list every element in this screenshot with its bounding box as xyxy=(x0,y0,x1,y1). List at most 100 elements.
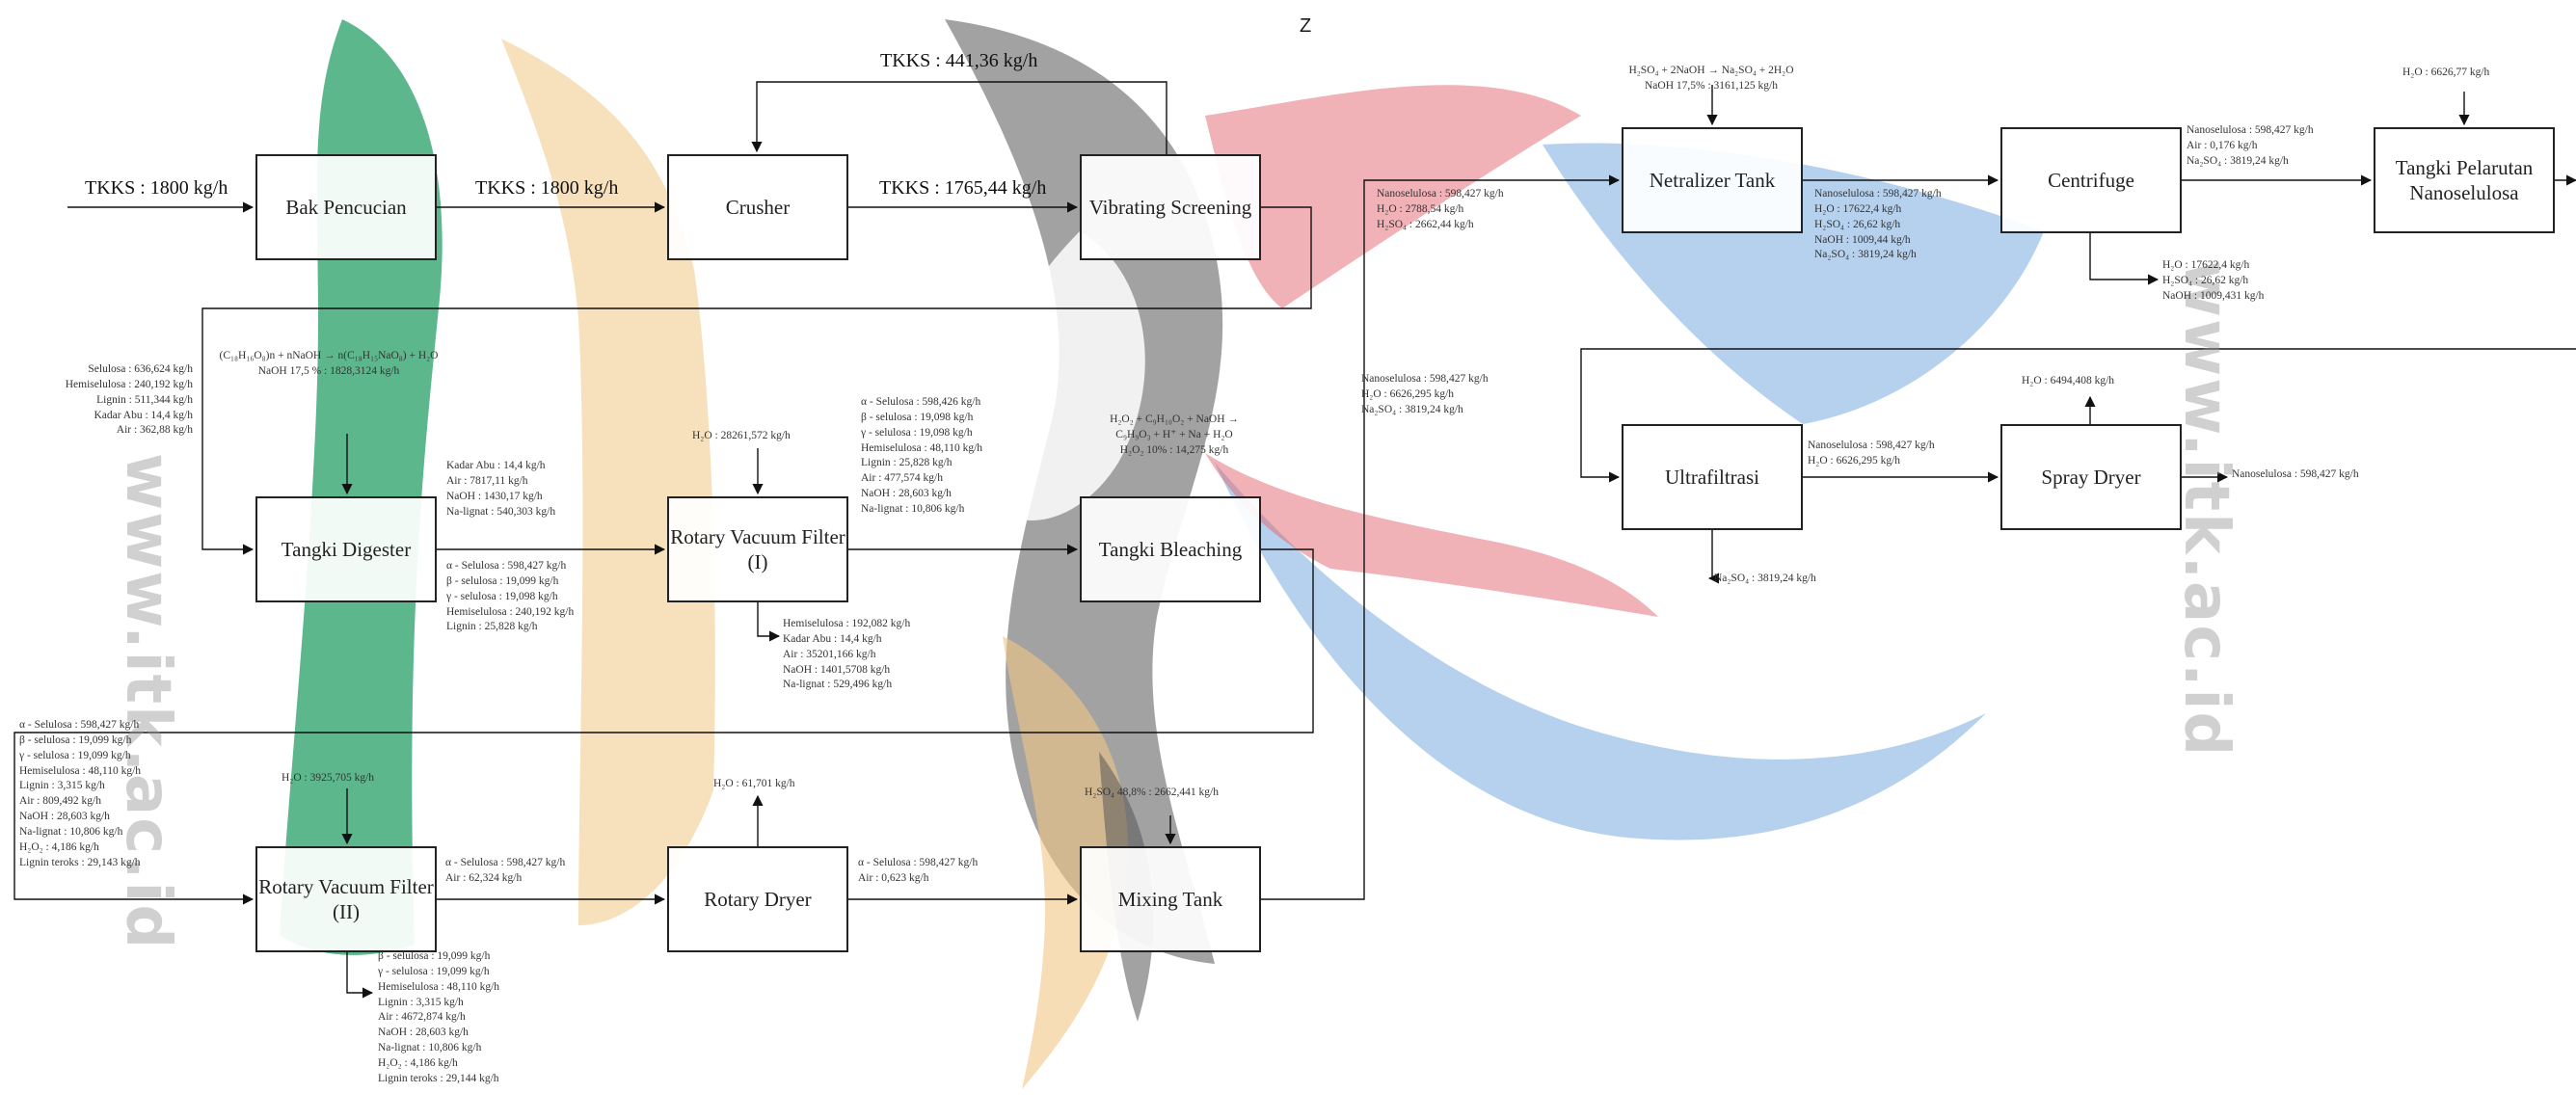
stream-line: Air : 0,623 kg/h xyxy=(858,871,929,884)
stream-line: Air : 809,492 kg/h xyxy=(19,795,101,808)
stream-line: H₂O : 17622,4 kg/h xyxy=(1814,202,1902,215)
stream-line: H₂SO₄ : 2662,44 kg/h xyxy=(1377,218,1474,230)
stream-line: γ - selulosa : 19,098 kg/h xyxy=(446,590,558,602)
stream-bak-out: TKKS : 1800 kg/h xyxy=(475,177,619,199)
unit-crusher: Crusher xyxy=(667,154,848,260)
unit-mixing-tank: Mixing Tank xyxy=(1080,846,1261,952)
unit-tangki-bleaching: Tangki Bleaching xyxy=(1080,496,1261,602)
flow-arrow xyxy=(751,81,1167,154)
stream-line: β - selulosa : 19,099 kg/h xyxy=(446,574,559,587)
stream-line: Hemiselulosa : 48,110 kg/h xyxy=(378,980,500,993)
stream-line: α - Selulosa : 598,427 kg/h xyxy=(858,857,979,868)
stream-rvf1-water: H₂O : 28261,572 kg/h xyxy=(692,430,791,441)
stream-line: α - Selulosa : 598,426 kg/h xyxy=(861,396,981,408)
stream-rvf1-out: α - Selulosa : 598,426 kg/h β - selulosa … xyxy=(861,395,982,518)
stream-line: Hemiselulosa : 48,110 kg/h xyxy=(19,764,142,777)
stream-line: Kadar Abu : 14,4 kg/h xyxy=(446,460,546,471)
stream-line: β - selulosa : 19,099 kg/h xyxy=(378,950,491,962)
stream-line: NaOH : 1009,431 kg/h xyxy=(2162,289,2265,302)
stream-digester-reaction: (C₁₈H₁₆O₈)n + nNaOH → n(C₁₈H₁₅NaO₈) + H₂… xyxy=(218,349,440,380)
stream-line: Lignin teroks : 29,143 kg/h xyxy=(19,856,141,868)
stream-line: Hemiselulosa : 240,192 kg/h xyxy=(446,605,575,618)
stream-line: Air : 0,176 kg/h xyxy=(2187,139,2258,151)
stream-line: C₉H₉O₃ + H⁺ + Na + H₂O xyxy=(1115,428,1233,440)
flow-arrow xyxy=(757,602,781,642)
unit-tangki-pelarutan: Tangki Pelarutan Nanoselulosa xyxy=(2374,127,2555,233)
flow-arrow xyxy=(1261,174,1621,900)
stream-bleach-reaction: H₂O₂ + C₉H₁₀O₂ + NaOH → C₉H₉O₃ + H⁺ + Na … xyxy=(1068,413,1280,459)
stream-feed: TKKS : 1800 kg/h xyxy=(85,177,228,199)
stream-line: β - selulosa : 19,099 kg/h xyxy=(19,733,132,746)
stream-line: α - Selulosa : 598,427 kg/h xyxy=(446,560,567,572)
flow-arrow xyxy=(2089,233,2160,285)
stream-line: NaOH 17,5 % : 1828,3124 kg/h xyxy=(257,364,400,377)
stream-line: H₂O : 6626,295 kg/h xyxy=(1361,387,1455,400)
stream-line: β - selulosa : 19,098 kg/h xyxy=(861,411,974,423)
unit-rotary-dryer: Rotary Dryer xyxy=(667,846,848,952)
stream-pelarutan-water: H₂O : 6626,77 kg/h xyxy=(2402,67,2490,78)
stream-mixing-acid: H₂SO₄ 48,8% : 2662,441 kg/h xyxy=(1085,787,1219,798)
flow-arrow xyxy=(1707,530,1720,584)
stream-line: H₂O₂ + C₉H₁₀O₂ + NaOH → xyxy=(1110,413,1239,425)
stream-line: Kadar Abu : 14,4 kg/h xyxy=(783,632,882,645)
stream-line: Na₂SO₄ : 3819,24 kg/h xyxy=(1814,249,1917,261)
stream-line: γ - selulosa : 19,098 kg/h xyxy=(861,426,973,439)
stream-line: NaOH : 28,603 kg/h xyxy=(861,488,952,500)
stream-line: Lignin : 25,828 kg/h xyxy=(446,621,538,633)
flow-arrow xyxy=(346,952,374,999)
stream-line: H₂SO₄ + 2NaOH → Na₂SO₄ + 2H₂O xyxy=(1628,65,1794,76)
stream-line: NaOH : 1430,17 kg/h xyxy=(446,490,543,502)
stream-product: Nanoselulosa : 598,427 kg/h xyxy=(2232,468,2359,480)
stream-ultrafiltrasi-waste: Na₂SO₄ : 3819,24 kg/h xyxy=(1714,573,1816,584)
stream-line: Nanoselulosa : 598,427 kg/h xyxy=(1361,373,1489,385)
unit-vibrating-screening: Vibrating Screening xyxy=(1080,154,1261,260)
stream-line: Na₂SO₄ : 3819,24 kg/h xyxy=(1361,403,1463,415)
stream-line: H₂O₂ 10% : 14,275 kg/h xyxy=(1119,443,1229,456)
flow-arrow xyxy=(201,206,1312,555)
unit-bak-pencucian: Bak Pencucian xyxy=(255,154,437,260)
stream-line: α - Selulosa : 598,427 kg/h xyxy=(445,857,566,868)
unit-rotary-vacuum-filter-2: Rotary Vacuum Filter (II) xyxy=(255,846,437,952)
stream-line: H₂O : 17622,4 kg/h xyxy=(2162,259,2250,271)
flow-arrow xyxy=(1580,348,2576,483)
stream-line: Na₂SO₄ : 3819,24 kg/h xyxy=(2187,154,2289,167)
stream-line: α - Selulosa : 598,427 kg/h xyxy=(19,719,140,731)
stream-line: H₂O : 2788,54 kg/h xyxy=(1377,202,1464,215)
stream-line: Air : 7817,11 kg/h xyxy=(446,474,528,487)
stream-line: Na-lignat : 10,806 kg/h xyxy=(378,1042,482,1054)
stream-line: Nanoselulosa : 598,427 kg/h xyxy=(1814,188,1942,200)
stream-recycle: TKKS : 441,36 kg/h xyxy=(880,50,1038,71)
stream-line: Air : 477,574 kg/h xyxy=(861,472,943,485)
stream-line: Air : 35201,166 kg/h xyxy=(783,648,876,660)
stream-line: Lignin : 25,828 kg/h xyxy=(861,457,953,469)
stream-line: Lignin teroks : 29,144 kg/h xyxy=(378,1072,499,1084)
unit-spray-dryer: Spray Dryer xyxy=(2000,424,2182,530)
stream-spray-vapor: H₂O : 6494,408 kg/h xyxy=(2022,375,2115,387)
stream-line: Air : 62,324 kg/h xyxy=(445,871,523,884)
stream-line: H₂SO₄ : 26,62 kg/h xyxy=(1814,218,1901,230)
stream-line: H₂O₂ : 4,186 kg/h xyxy=(378,1057,458,1070)
unit-rotary-vacuum-filter-1: Rotary Vacuum Filter (I) xyxy=(667,496,848,602)
stream-line: Nanoselulosa : 598,427 kg/h xyxy=(1808,440,1935,451)
stream-dryer-vapor: H₂O : 61,701 kg/h xyxy=(713,778,795,789)
stream-line: Lignin : 3,315 kg/h xyxy=(378,996,464,1008)
stream-line: Nanoselulosa : 598,427 kg/h xyxy=(2187,124,2314,136)
stream-line: Lignin : 511,344 kg/h xyxy=(96,393,193,406)
stream-line: NaOH : 1401,5708 kg/h xyxy=(783,663,891,676)
stream-line: NaOH : 28,603 kg/h xyxy=(378,1027,469,1039)
stream-line: Lignin : 3,315 kg/h xyxy=(19,780,105,792)
unit-centrifuge: Centrifuge xyxy=(2000,127,2182,233)
stream-line: NaOH : 1009,44 kg/h xyxy=(1814,233,1911,246)
stream-line: Hemiselulosa : 240,192 kg/h xyxy=(65,378,193,390)
stream-rvf2-water: H₂O : 3925,705 kg/h xyxy=(282,772,375,784)
